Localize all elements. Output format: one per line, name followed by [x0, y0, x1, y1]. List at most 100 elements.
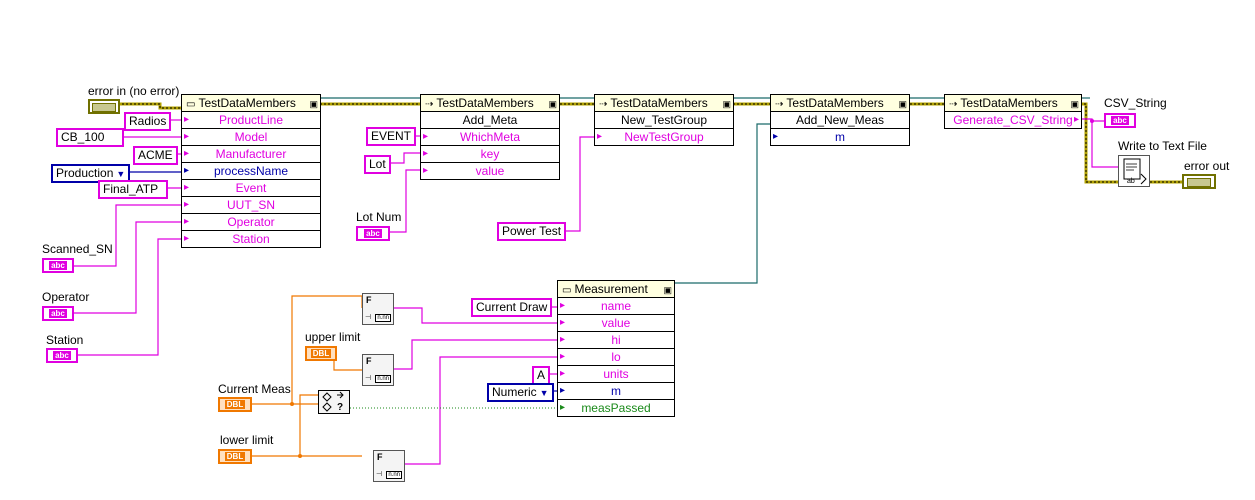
property-operator[interactable]: ▸Operator: [182, 214, 320, 231]
property-label: UUT_SN: [226, 198, 275, 212]
property-label: ProductLine: [218, 113, 284, 127]
double-type-icon: DBL: [224, 400, 246, 409]
param-value[interactable]: ▸value: [423, 164, 505, 178]
double-type-icon: DBL: [310, 349, 332, 358]
class-icon: ▭: [186, 99, 196, 110]
property-uut-sn[interactable]: ▸UUT_SN: [182, 197, 320, 214]
property-label: value: [601, 316, 631, 330]
invoke-node-icon: ⇢: [425, 99, 434, 110]
error-cluster-icon: [1187, 178, 1211, 187]
format-value-icon[interactable]: F⊣n.nn: [362, 293, 394, 325]
string-type-icon: abc: [49, 261, 67, 270]
method-name: Generate_CSV_String▸: [953, 113, 1079, 127]
param-key[interactable]: ▸key: [421, 146, 559, 163]
key-constant[interactable]: Lot: [364, 155, 391, 174]
property-value[interactable]: ▸value: [558, 315, 674, 332]
format-value-icon[interactable]: F⊣n.nn: [373, 450, 405, 482]
measurement-name-constant[interactable]: Current Draw: [471, 298, 553, 317]
node-header: ⇢TestDataMembers ▣: [421, 95, 559, 112]
error-in-label: error in (no error): [88, 84, 180, 98]
property-m[interactable]: ▸m: [558, 383, 674, 400]
node-title: TestDataMembers: [786, 96, 884, 110]
property-meas-passed[interactable]: ▸measPassed: [560, 401, 651, 415]
lower-limit-control[interactable]: DBL: [218, 449, 252, 464]
param-label: WhichMeta: [459, 130, 521, 144]
param-m[interactable]: ▸m: [773, 130, 845, 144]
new-test-group-invoke-node[interactable]: ⇢TestDataMembers▣ New_TestGroup ▸NewTest…: [594, 94, 734, 146]
property-label: m: [611, 384, 621, 398]
property-label: name: [600, 299, 632, 313]
units-constant[interactable]: A: [532, 366, 551, 385]
property-label: Station: [232, 232, 270, 246]
node-title: TestDataMembers: [610, 96, 708, 110]
method-name: New_TestGroup: [595, 112, 733, 129]
param-label: NewTestGroup: [624, 130, 704, 144]
manufacturer-constant[interactable]: ACME: [133, 146, 178, 165]
add-new-meas-invoke-node[interactable]: ⇢TestDataMembers▣ Add_New_Meas ▸m: [770, 94, 910, 146]
node-title: TestDataMembers: [198, 96, 296, 110]
param-label: value: [475, 164, 505, 178]
property-label: measPassed: [581, 401, 651, 415]
class-icon: ▭: [562, 285, 572, 296]
double-type-icon: DBL: [224, 452, 246, 461]
measurement-node[interactable]: ▭Measurement▣ ▸name ▸value ▸hi ▸lo ▸unit…: [557, 280, 675, 417]
dropdown-arrow-icon[interactable]: ▼: [116, 169, 126, 179]
station-label: Station: [46, 333, 84, 347]
write-to-text-file-icon[interactable]: ab: [1118, 155, 1150, 187]
scanned-sn-terminal[interactable]: abc: [42, 258, 74, 273]
property-label: Event: [235, 181, 267, 195]
current-meas-control[interactable]: DBL: [218, 397, 252, 412]
property-units[interactable]: ▸units: [558, 366, 674, 383]
property-label: processName: [213, 164, 289, 178]
current-meas-label: Current Meas: [218, 382, 291, 396]
upper-limit-control[interactable]: DBL: [305, 346, 337, 361]
add-meta-invoke-node[interactable]: ⇢TestDataMembers ▣ Add_Meta ▸WhichMeta ▸k…: [420, 94, 560, 180]
in-range-compare-icon[interactable]: ?: [318, 390, 350, 414]
new-test-group-constant[interactable]: Power Test: [497, 222, 567, 241]
operator-label: Operator: [42, 290, 90, 304]
node-header: ⇢TestDataMembers▣: [945, 95, 1081, 112]
lot-num-terminal[interactable]: abc: [356, 226, 390, 241]
dropdown-arrow-icon[interactable]: ▼: [539, 388, 549, 398]
which-meta-constant[interactable]: EVENT: [366, 127, 417, 146]
property-process-name[interactable]: ▸processName: [182, 163, 320, 180]
lower-limit-label: lower limit: [220, 433, 274, 447]
generate-csv-invoke-node[interactable]: ⇢TestDataMembers▣ Generate_CSV_String▸: [944, 94, 1082, 129]
method-name: Add_Meta: [421, 112, 559, 129]
process-name-enum[interactable]: Production▼: [51, 164, 131, 183]
property-name[interactable]: ▸name: [558, 298, 674, 315]
csv-string-indicator[interactable]: abc: [1104, 113, 1136, 128]
measurement-type-enum[interactable]: Numeric▼: [487, 383, 554, 402]
property-product-line[interactable]: ▸ProductLine: [182, 112, 320, 129]
property-station[interactable]: ▸Station: [184, 232, 270, 246]
property-hi[interactable]: ▸hi: [558, 332, 674, 349]
operator-terminal[interactable]: abc: [42, 306, 74, 321]
param-which-meta[interactable]: ▸WhichMeta: [421, 129, 559, 146]
property-model[interactable]: ▸Model: [182, 129, 320, 146]
property-event[interactable]: ▸Event: [182, 180, 320, 197]
error-terminal-icon: ▣: [548, 99, 557, 109]
error-out-label: error out: [1184, 159, 1230, 173]
error-out-indicator[interactable]: [1182, 174, 1216, 189]
process-name-value: Production: [56, 166, 114, 180]
node-title: TestDataMembers: [436, 96, 534, 110]
output-terminal-icon: ▣: [663, 285, 672, 295]
test-data-members-node[interactable]: ▭TestDataMembers▣ ▸ProductLine ▸Model ▸M…: [181, 94, 321, 248]
invoke-node-icon: ⇢: [775, 99, 784, 110]
csv-string-label: CSV_String: [1104, 96, 1167, 110]
event-constant[interactable]: Final_ATP: [98, 180, 168, 199]
param-label: m: [835, 130, 845, 144]
error-in-terminal[interactable]: [88, 99, 120, 114]
string-type-icon: abc: [49, 309, 67, 318]
station-terminal[interactable]: abc: [46, 348, 78, 363]
param-new-test-group[interactable]: ▸NewTestGroup: [597, 130, 704, 144]
param-label: key: [480, 147, 500, 161]
error-terminal-icon: ▣: [722, 99, 731, 109]
model-constant[interactable]: CB_100: [56, 128, 124, 147]
product-line-constant[interactable]: Radios: [124, 112, 172, 131]
property-lo[interactable]: ▸lo: [558, 349, 674, 366]
method-name: Add_New_Meas: [771, 112, 909, 129]
property-label: Manufacturer: [215, 147, 287, 161]
format-value-icon[interactable]: F⊣n.nn: [362, 354, 394, 386]
property-manufacturer[interactable]: ▸Manufacturer: [182, 146, 320, 163]
